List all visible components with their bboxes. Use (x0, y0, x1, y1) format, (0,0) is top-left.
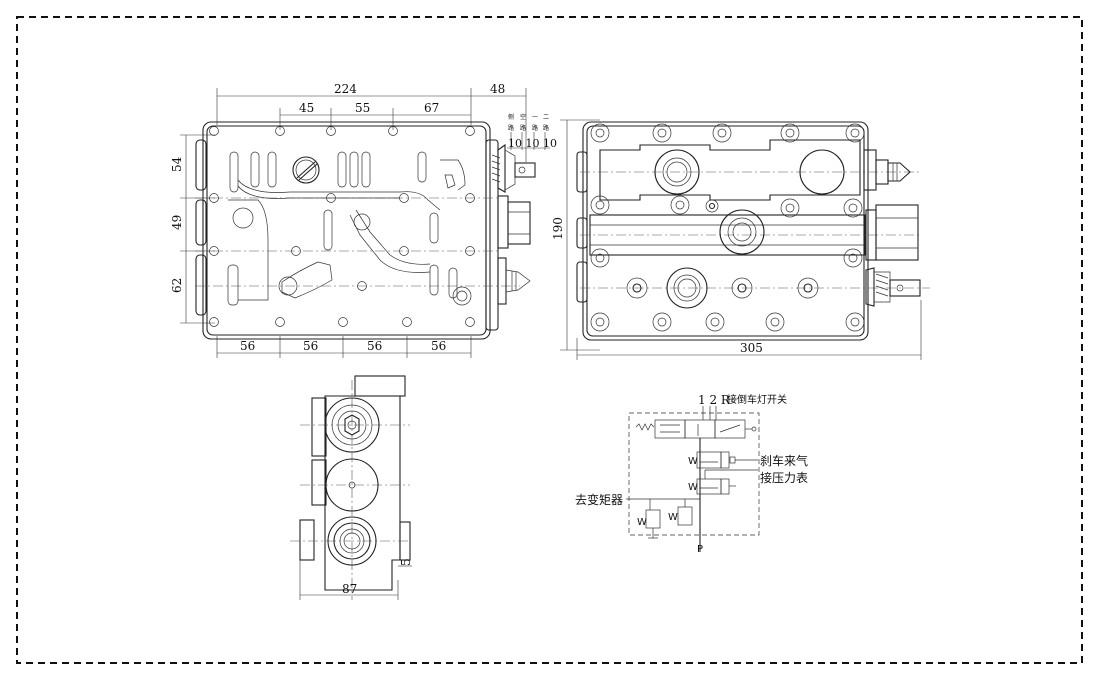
port-label: 路 (543, 124, 549, 132)
dim-67: 67 (424, 101, 439, 115)
dim-54: 54 (170, 156, 184, 172)
schematic-label-converter: 去变矩器 (575, 492, 623, 507)
dim-56-b: 56 (303, 339, 318, 353)
port-label: 二 (543, 114, 549, 121)
schematic-port-top: 1 2 R (698, 393, 731, 407)
port-label: 路 (532, 124, 538, 132)
dim-56-a: 56 (240, 339, 255, 353)
schematic-port-bottom: P (697, 544, 703, 555)
bottom-view: 87 5 (290, 375, 413, 600)
schematic-label-brake-2: 接压力表 (760, 470, 808, 485)
schematic-label-brake-1: 刹车来气 (760, 453, 808, 468)
front-bolt-holes (209, 126, 475, 327)
schematic-spring-3: W (637, 517, 647, 528)
side-bosses (626, 199, 819, 299)
dim-62: 62 (170, 278, 184, 293)
dim-49: 49 (170, 215, 184, 230)
dim-87: 87 (342, 582, 357, 596)
dim-5: 5 (399, 558, 413, 566)
port-label: 路 (508, 124, 514, 132)
dim-56-d: 56 (431, 339, 446, 353)
side-bolt-holes (590, 123, 865, 332)
dim-305: 305 (740, 341, 763, 355)
dim-48: 48 (490, 82, 505, 96)
port-label: 路 (520, 124, 526, 132)
dim-45: 45 (299, 101, 314, 115)
front-view: 224 48 45 55 67 侧 空 一 二 路 路 路 路 10 10 10 (170, 82, 557, 358)
port-label: 侧 (508, 113, 514, 121)
schematic-spring-2: W (688, 482, 698, 493)
port-label: 一 (532, 114, 538, 121)
schematic-label-top: 接倒车灯开关 (727, 393, 787, 406)
side-right-fittings (863, 149, 921, 307)
front-right-fittings (491, 143, 536, 305)
hydraulic-schematic: 1 2 R 接倒车灯开关 W 刹车来气 W 接压力表 (575, 393, 808, 555)
dim-55: 55 (355, 101, 370, 115)
dim-56-c: 56 (367, 339, 382, 353)
sheet-border (16, 16, 1083, 664)
dim-port-spacing: 10 10 10 (508, 137, 557, 150)
schematic-spring-1: W (688, 456, 698, 467)
dim-190: 190 (551, 217, 565, 240)
port-label-group: 侧 空 一 二 路 路 路 路 (508, 113, 549, 132)
port-label: 空 (520, 113, 526, 121)
dim-224: 224 (334, 82, 357, 96)
schematic-spring-4: W (668, 512, 678, 523)
front-channels (227, 151, 466, 306)
side-view: 190 305 (551, 119, 930, 360)
